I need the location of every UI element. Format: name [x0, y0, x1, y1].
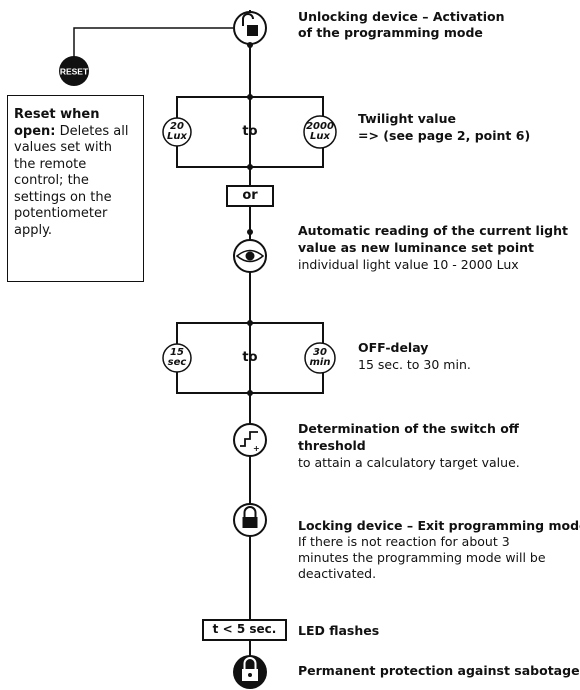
- reset-note-title: Reset when open:: [14, 107, 100, 139]
- reset-badge: [59, 56, 89, 86]
- threshold-text: to attain a calculatory target value.: [298, 455, 520, 470]
- or-label: or: [242, 188, 258, 203]
- offdelay-max-knob: [304, 342, 336, 374]
- twilight-to-label: to: [242, 124, 258, 139]
- auto-title-1: Automatic reading of the current light: [298, 223, 568, 238]
- lock-text-3: deactivated.: [298, 566, 377, 581]
- svg-text:+: +: [253, 444, 260, 453]
- twilight-title: Twilight value: [358, 111, 456, 126]
- lock-text-1: If there is not reaction for about 3: [298, 534, 510, 549]
- offdelay-text: 15 sec. to 30 min.: [358, 357, 471, 372]
- offdelay-to-label: to: [242, 350, 258, 365]
- twilight-max-knob: [303, 115, 337, 149]
- lock-text-2: minutes the programming mode will be: [298, 550, 546, 565]
- unlock-title-1: Unlocking device – Activation: [298, 9, 505, 24]
- auto-title-2: value as new luminance set point: [298, 240, 535, 255]
- threshold-title-1: Determination of the switch off: [298, 421, 519, 436]
- reset-note-box: Reset when open: Deletes all values set …: [7, 95, 144, 282]
- lock-title: Locking device – Exit programming mode: [298, 518, 580, 533]
- led-timer-label: t < 5 sec.: [212, 622, 277, 636]
- reset-note-text: Deletes all values set with the remote c…: [14, 123, 129, 238]
- reset-badge-text: RESET: [60, 67, 89, 77]
- led-title: LED flashes: [298, 623, 380, 638]
- threshold-step-icon: [233, 423, 267, 457]
- unlock-title-2: of the programming mode: [298, 25, 483, 40]
- led-timer-box: [202, 619, 287, 641]
- offdelay-title: OFF-delay: [358, 340, 429, 355]
- reset-connector: [73, 27, 233, 58]
- or-box: [226, 185, 274, 207]
- offdelay-min-knob: [162, 343, 192, 373]
- auto-text: individual light value 10 - 2000 Lux: [298, 257, 519, 272]
- unlock-icon-shackle: [242, 13, 254, 26]
- threshold-title-2: threshold: [298, 438, 366, 453]
- twilight-min-knob: [162, 117, 192, 147]
- twilight-subtitle: => (see page 2, point 6): [358, 128, 531, 143]
- sabotage-title: Permanent protection against sabotage: [298, 663, 580, 678]
- unlock-icon-body: [247, 25, 258, 36]
